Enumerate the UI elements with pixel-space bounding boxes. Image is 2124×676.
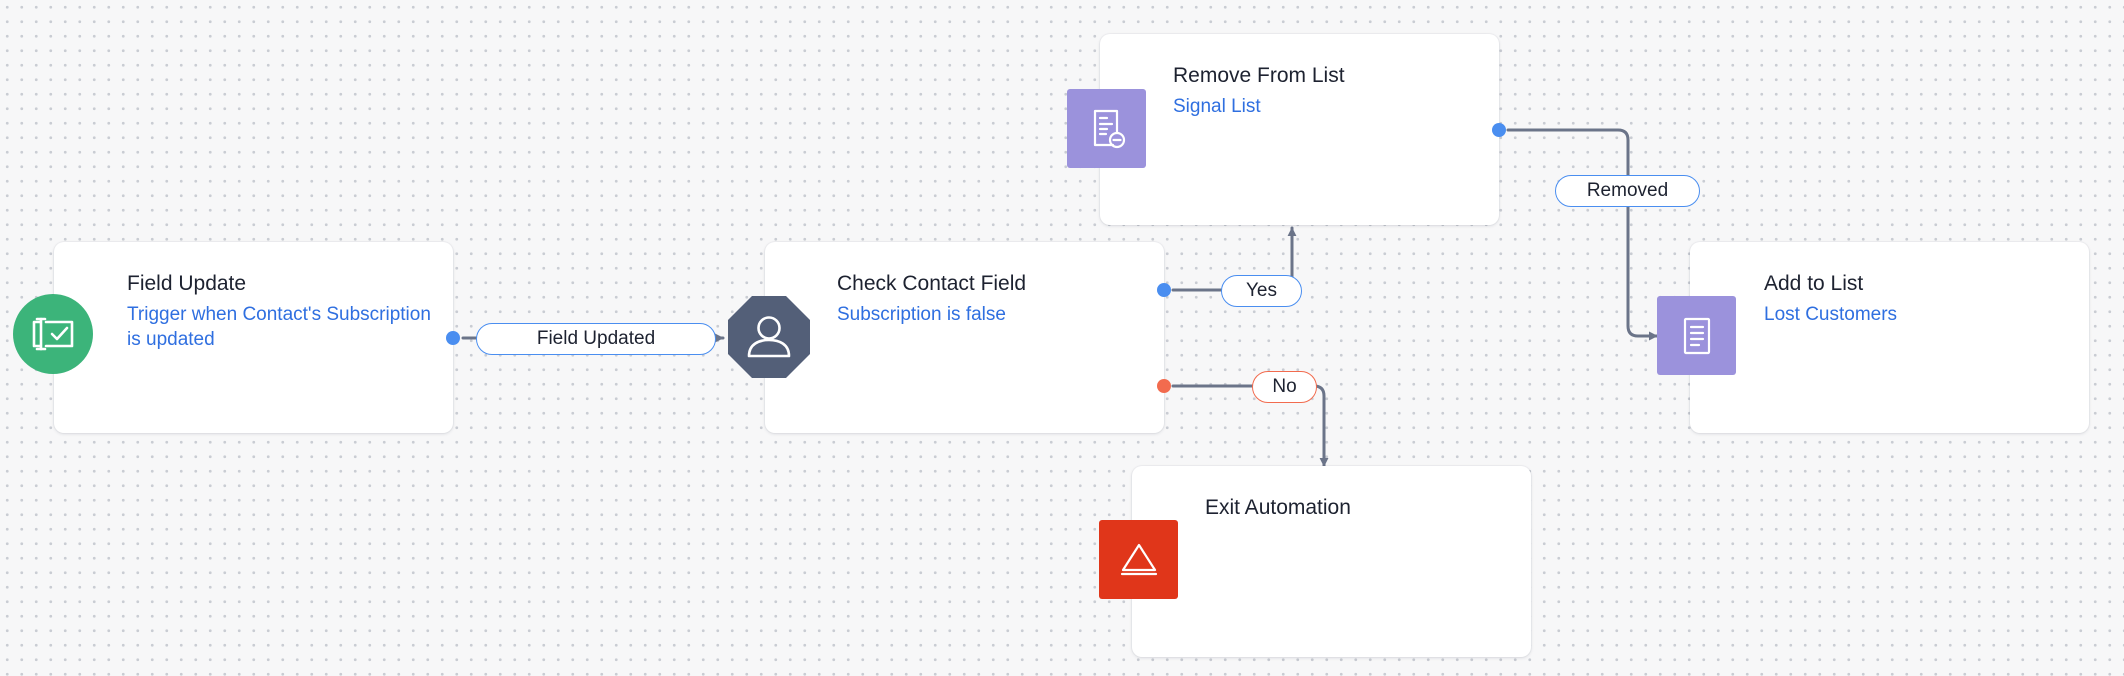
add-to-list-node[interactable]: Add to List Lost Customers: [1690, 242, 2089, 433]
list-remove-icon: [1067, 89, 1146, 168]
field-update-node[interactable]: Field Update Trigger when Contact's Subs…: [54, 242, 453, 433]
node-subtitle: Lost Customers: [1764, 304, 1898, 325]
node-title: Exit Automation: [1205, 496, 1351, 519]
exit-icon: [1099, 520, 1178, 599]
check-contact-yes-port[interactable]: [1157, 283, 1171, 297]
field-update-output-port[interactable]: [446, 331, 460, 345]
node-subtitle: Signal List: [1173, 96, 1261, 117]
edge-label-no[interactable]: No: [1252, 371, 1317, 403]
contact-icon: [728, 296, 810, 378]
node-subtitle: Trigger when Contact's Subscription is u…: [127, 304, 431, 350]
node-title: Check Contact Field: [837, 272, 1027, 295]
edge-label-field-updated[interactable]: Field Updated: [476, 323, 716, 355]
edge-label-yes[interactable]: Yes: [1221, 275, 1302, 307]
remove-from-list-output-port[interactable]: [1492, 123, 1506, 137]
node-title: Remove From List: [1173, 64, 1345, 87]
node-title: Field Update: [127, 272, 247, 295]
node-title: Add to List: [1764, 272, 1864, 295]
field-update-icon: [13, 294, 93, 374]
remove-from-list-node[interactable]: Remove From List Signal List: [1100, 34, 1499, 225]
node-subtitle: Subscription is false: [837, 304, 1006, 325]
connector-removed-to-add: [1506, 128, 1659, 341]
check-contact-field-node[interactable]: Check Contact Field Subscription is fals…: [765, 242, 1164, 433]
list-icon: [1657, 296, 1736, 375]
edge-label-removed[interactable]: Removed: [1555, 175, 1700, 207]
exit-automation-node[interactable]: Exit Automation: [1132, 466, 1531, 657]
check-contact-no-port[interactable]: [1157, 379, 1171, 393]
